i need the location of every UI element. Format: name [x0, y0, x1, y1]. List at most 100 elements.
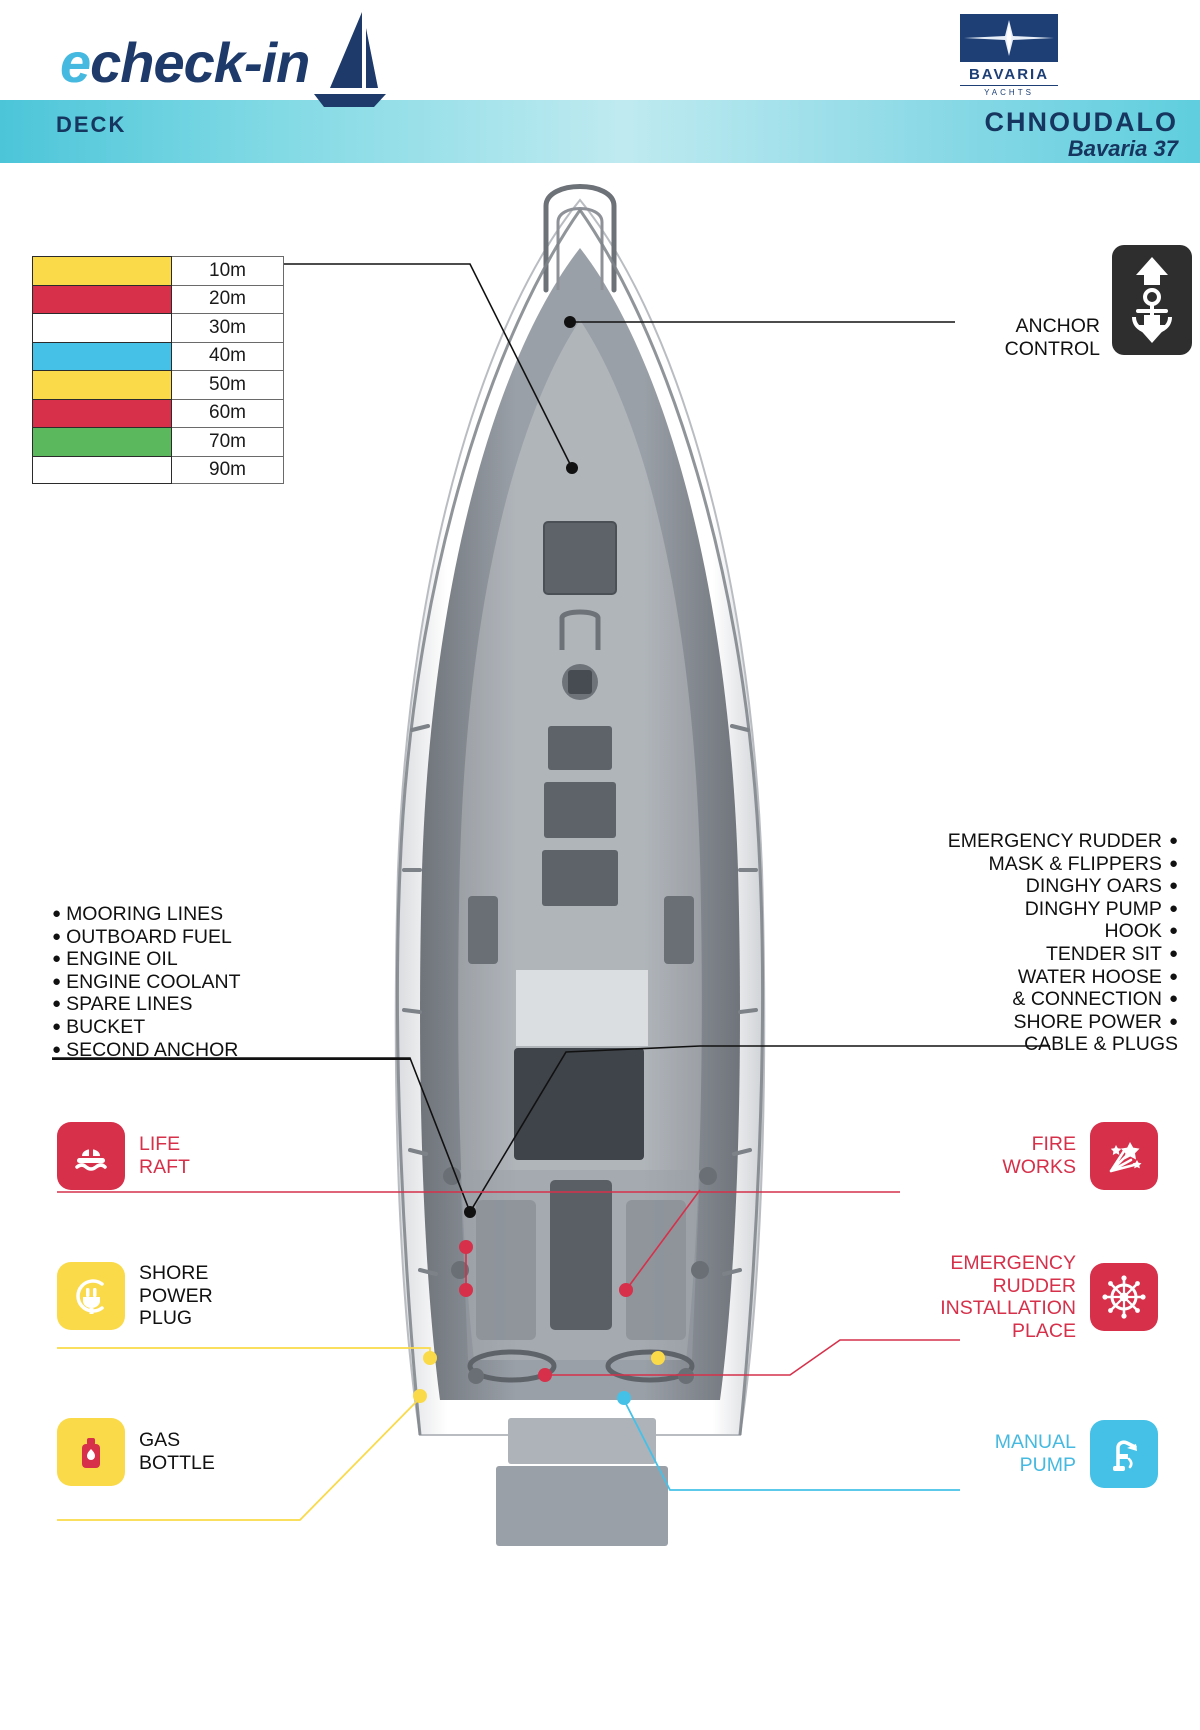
fireworks-line1: FIRE — [1031, 1133, 1076, 1156]
fireworks-caption: FIRE WORKS — [1002, 1133, 1076, 1178]
cabin-hatch-1 — [548, 726, 612, 770]
vessel-model: Bavaria 37 — [1067, 136, 1178, 161]
chain-legend-row: 70m — [32, 427, 284, 456]
stern-platform — [508, 1418, 656, 1464]
bullet-icon: ● — [1168, 944, 1178, 962]
left-list-item: ●SPARE LINES — [52, 993, 193, 1016]
life-raft-icon — [57, 1122, 125, 1190]
fireworks-callout: FIRE WORKS — [1002, 1122, 1158, 1190]
deck-plan-illustration — [394, 184, 766, 1546]
bullet-icon: ● — [52, 1040, 62, 1058]
right-list-item: DINGHY OARS● — [1025, 875, 1178, 898]
sprayhood — [516, 970, 648, 1046]
chain-color-swatch — [32, 284, 172, 313]
left-list-rule — [52, 1058, 410, 1060]
gas-bottle-icon — [57, 1418, 125, 1486]
bullet-icon: ● — [1168, 832, 1178, 849]
emergency-rudder-caption: EMERGENCY RUDDER INSTALLATION PLACE — [940, 1252, 1076, 1342]
chain-depth-label: 30m — [172, 313, 284, 342]
shorepower-line1: SHORE — [139, 1262, 209, 1285]
chain-legend-row: 20m — [32, 284, 284, 313]
chain-legend-row: 30m — [32, 313, 284, 342]
right-list-item: MASK & FLIPPERS● — [988, 852, 1178, 875]
emrudder-line1: EMERGENCY — [950, 1252, 1076, 1274]
right-list-item: WATER HOOSE● — [1017, 965, 1178, 988]
right-list-item: HOOK● — [1104, 920, 1179, 943]
manual-pump-callout: MANUAL PUMP — [995, 1420, 1158, 1488]
right-list-item: TENDER SIT● — [1046, 942, 1178, 965]
right-list-item: SHORE POWER● — [1013, 1010, 1179, 1033]
anchor-caption-line1: ANCHOR — [1015, 315, 1100, 337]
bavaria-logo: BAVARIA YACHTS — [960, 14, 1058, 97]
bullet-icon: ● — [1168, 899, 1178, 917]
chain-depth-label: 40m — [172, 341, 284, 370]
fireworks-icon — [1090, 1122, 1158, 1190]
shore-power-plug-callout: SHORE POWER PLUG — [57, 1262, 213, 1330]
bullet-icon: ● — [52, 972, 62, 990]
chain-depth-label: 60m — [172, 398, 284, 427]
right-list-item: EMERGENCY RUDDER● — [947, 830, 1178, 852]
starboard-bench — [626, 1200, 686, 1340]
bullet-icon: ● — [1168, 990, 1178, 1008]
bullet-icon: ● — [1168, 967, 1178, 985]
companionway — [514, 1048, 644, 1160]
chain-depth-label: 90m — [172, 455, 284, 484]
hand-pump-icon — [1090, 1420, 1158, 1488]
left-equipment-list: ●MOORING LINES●OUTBOARD FUEL●ENGINE OIL●… — [52, 903, 241, 1061]
emrudder-line3: INSTALLATION — [940, 1297, 1076, 1320]
life-raft-caption: LIFE RAFT — [139, 1133, 190, 1178]
chain-legend-row: 90m — [32, 455, 284, 484]
manualpump-line1: MANUAL — [994, 1431, 1076, 1454]
right-list-item: CABLE & PLUGS — [1024, 1033, 1178, 1056]
chain-depth-label: 20m — [172, 284, 284, 313]
chain-color-swatch — [32, 313, 172, 342]
gas-line1: GAS — [139, 1429, 181, 1452]
shorepower-line2: POWER — [139, 1284, 213, 1307]
cockpit-table — [550, 1180, 612, 1330]
ship-wheel-icon — [1090, 1263, 1158, 1332]
left-list-item: ●SECOND ANCHOR — [52, 1038, 239, 1061]
manual-pump-caption: MANUAL PUMP — [995, 1431, 1076, 1476]
bullet-icon: ● — [1168, 1012, 1178, 1030]
left-list-item: ●OUTBOARD FUEL — [52, 925, 232, 948]
life-raft-callout: LIFE RAFT — [57, 1122, 190, 1190]
mast-pulpit — [559, 609, 601, 650]
starboard-window — [664, 896, 694, 964]
port-bench — [476, 1200, 536, 1340]
chain-color-swatch — [32, 427, 172, 456]
chain-color-swatch — [32, 455, 172, 484]
cabin-hatch-3 — [542, 850, 618, 906]
left-list-item: ●MOORING LINES — [52, 903, 224, 925]
emergency-rudder-callout: EMERGENCY RUDDER INSTALLATION PLACE — [940, 1252, 1158, 1342]
bullet-icon: ● — [52, 950, 62, 968]
anchor-caption-line2: CONTROL — [1004, 337, 1100, 360]
port-window — [468, 896, 498, 964]
chain-color-swatch — [32, 256, 172, 285]
foredeck-hatch — [543, 521, 617, 595]
chain-color-swatch — [32, 398, 172, 427]
chain-legend-row: 50m — [32, 370, 284, 399]
left-list-item: ●ENGINE COOLANT — [52, 970, 241, 993]
manualpump-line2: PUMP — [1019, 1454, 1076, 1476]
chain-legend-row: 10m — [32, 256, 284, 285]
chain-color-swatch — [32, 370, 172, 399]
bavaria-yachts-subtitle: YACHTS — [960, 85, 1058, 97]
gas-bottle-callout: GAS BOTTLE — [57, 1418, 215, 1486]
right-list-item: & CONNECTION● — [1012, 988, 1178, 1011]
section-label-deck: DECK — [56, 112, 127, 137]
shorepower-line3: PLUG — [139, 1307, 193, 1330]
bullet-icon: ● — [52, 927, 62, 945]
chain-depth-label: 70m — [172, 427, 284, 456]
anchor-updown-icon — [1112, 245, 1192, 355]
vessel-name: CHNOUDALO — [984, 107, 1178, 137]
gas-bottle-caption: GAS BOTTLE — [139, 1429, 215, 1474]
page-header: echeck-in DECK BAVARIA YACHTS CHNOUDALO … — [0, 0, 1200, 163]
bathing-platform — [496, 1466, 668, 1546]
chain-depth-label: 10m — [172, 256, 284, 285]
gas-line2: BOTTLE — [139, 1452, 215, 1474]
chain-legend-row: 40m — [32, 341, 284, 370]
railing — [402, 724, 758, 1276]
cabin-hatch-2 — [544, 782, 616, 838]
bullet-icon: ● — [1168, 854, 1178, 872]
